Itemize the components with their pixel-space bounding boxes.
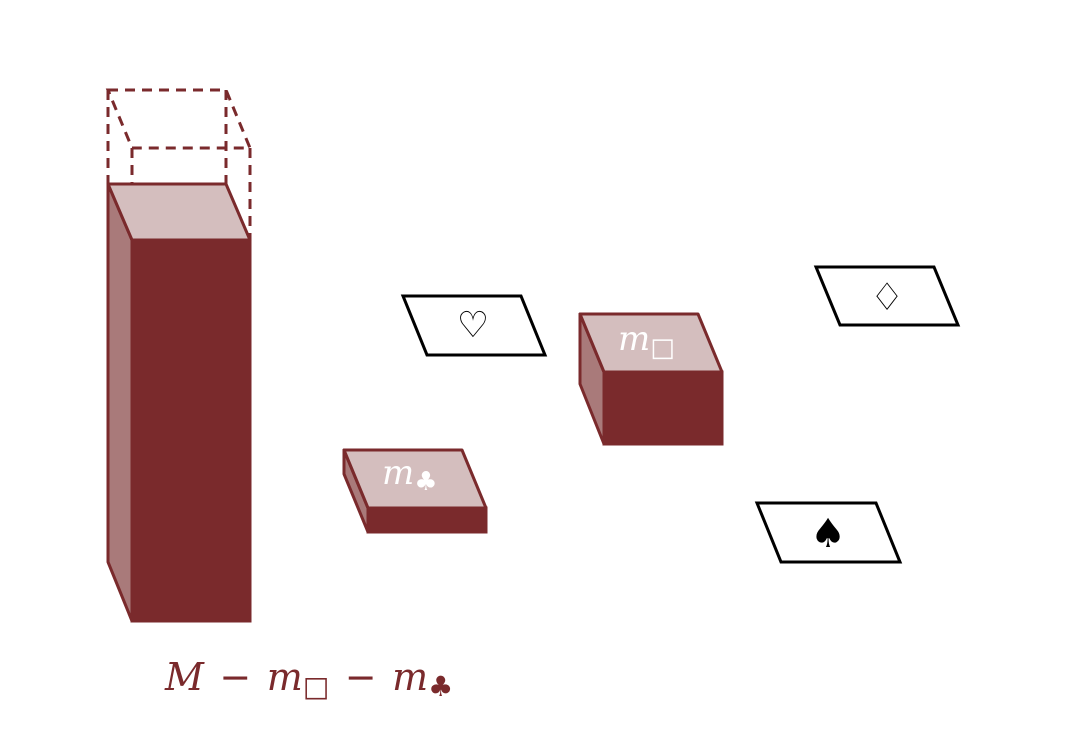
heart-icon: ♡ (457, 305, 489, 346)
remaining-mass-block (105, 88, 253, 623)
club-block-label: m♣ (382, 453, 438, 497)
remaining-block-side-face (106, 182, 134, 623)
square-mass-block: m□ (578, 312, 724, 446)
remaining-block-top-face (106, 182, 252, 242)
club-block-top-face (342, 448, 488, 510)
diamond-icon: ♢ (870, 275, 904, 319)
square-block-front-face (602, 370, 724, 446)
remaining-mass-formula: M − m□ − m♣ (164, 655, 453, 705)
spade-icon: ♠ (810, 511, 846, 557)
club-block-front-face (366, 506, 488, 534)
club-mass-block: m♣ (342, 448, 488, 534)
diamond-card: ♢ (813, 265, 961, 327)
remaining-block-front-face (130, 238, 252, 623)
spade-card: ♠ (754, 501, 903, 564)
heart-card: ♡ (400, 294, 548, 357)
square-block-top-face (578, 312, 724, 374)
square-block-label: m□ (618, 319, 675, 363)
